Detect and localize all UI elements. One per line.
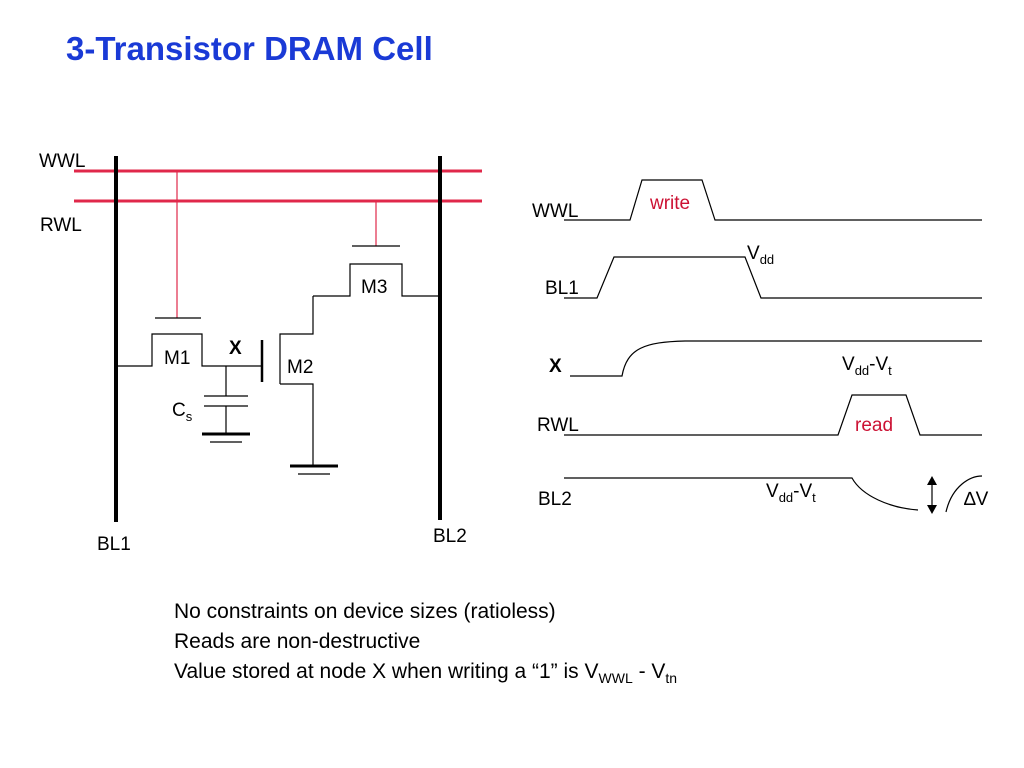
timing-wwl-label: WWL [532, 201, 578, 222]
transistor-m3: M3 [313, 201, 440, 298]
wwl-label: WWL [39, 151, 85, 172]
bl2-precharge-restore [945, 475, 983, 513]
timing-rwl-label: RWL [537, 415, 579, 436]
m3-label: M3 [361, 277, 387, 298]
note-nondestructive: Reads are non-destructive [174, 630, 421, 653]
timing-diagram: WWL write BL1 Vdd X Vdd-Vt RWL read BL2 … [532, 179, 989, 514]
x-waveform [570, 340, 982, 377]
bl2-waveform [564, 477, 919, 511]
delta-v-arrow-icon [927, 476, 937, 514]
timing-bl2-label: BL2 [538, 489, 572, 510]
rwl-label: RWL [40, 215, 82, 236]
schematic: WWL RWL BL1 BL2 M1 X Cs [39, 151, 482, 555]
transistor-m1: M1 [116, 171, 225, 369]
bl1-label: BL1 [97, 534, 131, 555]
bl1-waveform [564, 256, 982, 299]
timing-x-label: X [549, 356, 562, 377]
rwl-waveform [564, 394, 982, 436]
slide-title: 3-Transistor DRAM Cell [66, 30, 433, 67]
bl2-label: BL2 [433, 526, 467, 547]
node-x-label: X [229, 338, 242, 359]
x-level-label: Vdd-Vt [842, 354, 892, 378]
cs-label: Cs [172, 400, 193, 424]
read-pulse-label: read [855, 415, 893, 436]
storage-node: X Cs [172, 338, 262, 443]
note-stored-value: Value stored at node X when writing a “1… [174, 660, 678, 687]
write-pulse-label: write [649, 193, 690, 214]
timing-bl1-label: BL1 [545, 278, 579, 299]
notes: No constraints on device sizes (ratioles… [174, 597, 677, 693]
m1-label: M1 [164, 348, 190, 369]
transistor-m2: M2 [260, 296, 338, 475]
wwl-waveform [564, 179, 982, 221]
note-ratioless: No constraints on device sizes (ratioles… [174, 600, 556, 623]
delta-v-label: ∆V [964, 489, 989, 510]
bl2-level-label: Vdd-Vt [766, 481, 816, 505]
vdd-label: Vdd [747, 243, 774, 267]
m2-label: M2 [287, 357, 313, 378]
